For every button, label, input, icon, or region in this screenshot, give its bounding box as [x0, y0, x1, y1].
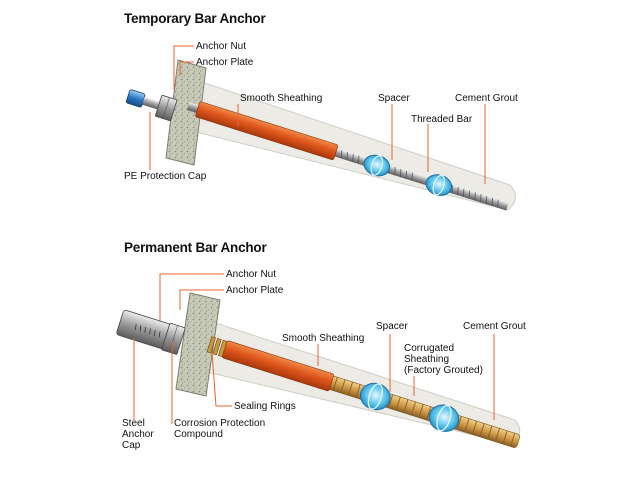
permanent-sealing-rings: [206, 336, 228, 358]
leader-perm-sealing-rings: [211, 351, 232, 407]
perm-label-anchor-plate: Anchor Plate: [226, 285, 284, 296]
temporary-anchor-drawing: [126, 59, 516, 211]
permanent-corrugation-ribs: [317, 372, 516, 447]
temporary-smooth-sheathing: [195, 101, 339, 161]
temporary-cap-thread: [142, 96, 162, 111]
temporary-anchor-plate: [165, 59, 207, 166]
leader-temp-anchor-nut: [173, 45, 194, 90]
permanent-title: Permanent Bar Anchor: [124, 240, 267, 255]
temporary-pe-protection-cap: [126, 89, 146, 108]
perm-label-corrugated-line-2: Sheathing: [404, 354, 450, 365]
temp-label-smooth-sheathing: Smooth Sheathing: [240, 93, 323, 104]
temp-label-anchor-plate: Anchor Plate: [196, 57, 254, 68]
permanent-spacer-2-highlight: [436, 405, 452, 432]
perm-label-steel-cap-line-2: Anchor: [122, 429, 154, 440]
permanent-spacer-1-highlight: [367, 383, 383, 410]
permanent-cap-cutaway-thread: [134, 323, 161, 338]
perm-label-corrosion-line-1: Corrosion Protection: [174, 418, 266, 429]
perm-label-spacer: Spacer: [376, 321, 408, 332]
perm-label-corrugated-sheathing: Corrugated Sheathing (Factory Grouted): [404, 343, 483, 376]
permanent-anchor-drawing: [116, 292, 521, 448]
perm-label-corrugated-line-1: Corrugated: [404, 343, 455, 354]
temporary-nut-edge: [162, 97, 170, 119]
leader-temp-anchor-plate: [179, 61, 194, 76]
leader-perm-anchor-nut: [159, 273, 224, 322]
permanent-nut-edge: [168, 325, 178, 353]
perm-label-smooth-sheathing: Smooth Sheathing: [282, 333, 365, 344]
perm-label-corrugated-line-3: (Factory Grouted): [404, 365, 483, 376]
perm-label-corrosion-protection-compound: Corrosion Protection Compound: [174, 418, 265, 440]
temp-label-pe-protection-cap: PE Protection Cap: [124, 171, 207, 182]
perm-label-steel-anchor-cap: Steel Anchor Cap: [122, 418, 154, 451]
perm-label-anchor-nut: Anchor Nut: [226, 269, 277, 280]
temporary-spacer-2-highlight: [432, 174, 446, 196]
temporary-leader-lines: [149, 45, 486, 184]
perm-label-steel-cap-line-1: Steel: [122, 418, 145, 429]
temporary-spacer-1-highlight: [370, 155, 384, 176]
perm-label-corrosion-line-2: Compound: [174, 429, 223, 440]
temp-label-spacer: Spacer: [378, 93, 410, 104]
temp-label-anchor-nut: Anchor Nut: [196, 41, 247, 52]
perm-label-cement-grout: Cement Grout: [463, 321, 526, 332]
permanent-anchor-plate: [175, 292, 221, 397]
temp-label-threaded-bar: Threaded Bar: [411, 114, 473, 125]
leader-perm-anchor-plate: [179, 289, 224, 310]
perm-label-sealing-rings: Sealing Rings: [234, 401, 296, 412]
temp-label-cement-grout: Cement Grout: [455, 93, 518, 104]
permanent-leader-lines: [133, 273, 495, 424]
temporary-title: Temporary Bar Anchor: [124, 11, 266, 26]
perm-label-steel-cap-line-3: Cap: [122, 440, 141, 451]
